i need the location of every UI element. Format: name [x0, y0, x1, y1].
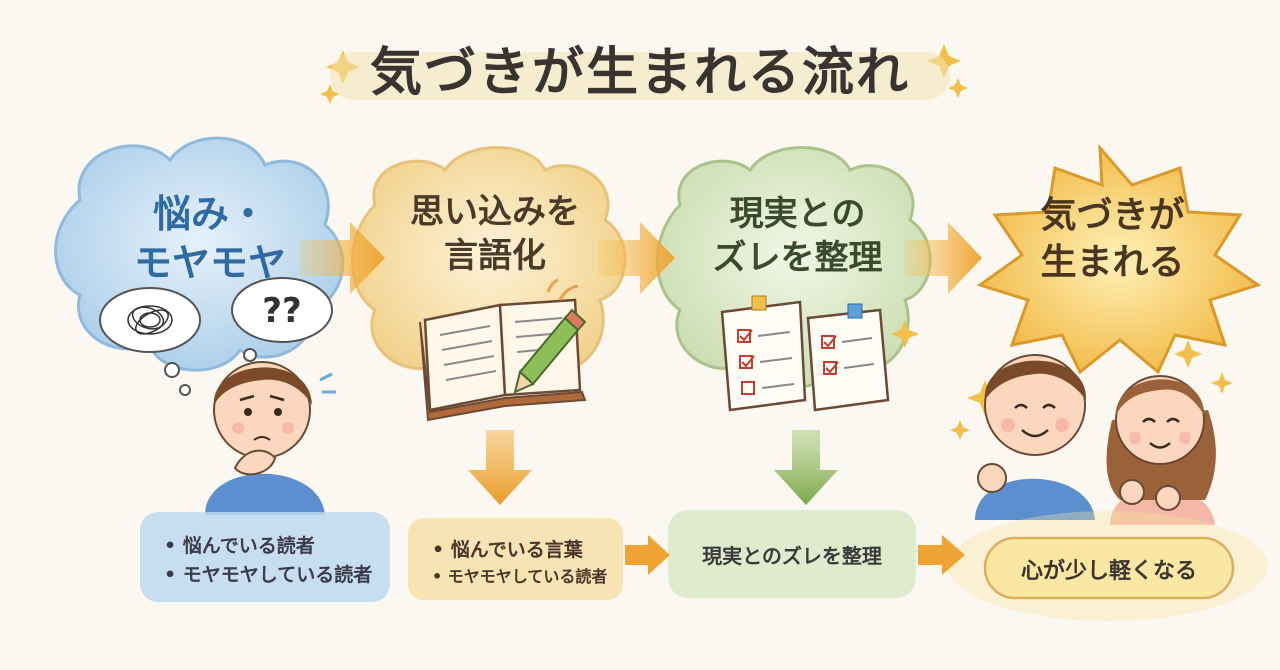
box-words-line-1: • 悩んでいる言葉 [432, 539, 583, 561]
happy-people-icon [975, 354, 1216, 525]
box-readers-bg [140, 512, 390, 602]
sparkle-icon [891, 320, 919, 348]
worried-person-icon [205, 361, 336, 515]
box-words: • 悩んでいる言葉 • モヤモヤしている読者 [418, 526, 623, 598]
scribble-bubble [99, 287, 201, 396]
box-words-line-2: • モヤモヤしている読者 [432, 567, 608, 587]
pencil-icon [513, 278, 587, 394]
box-readers-line-2: • モヤモヤしている読者 [164, 564, 373, 587]
box-readers: • 悩んでいる読者 • モヤモヤしている読者 [150, 522, 390, 602]
box-organize-bg [668, 510, 916, 598]
box-lighter-text: 心が少し軽くなる [1020, 559, 1197, 584]
stage-label-verbalize: 思い込みを 言語化 [410, 192, 580, 277]
flow-arrow-down-icon [774, 430, 838, 505]
box-words-bg [408, 518, 623, 600]
stage-label-insight: 気づきが 生まれる [1040, 195, 1185, 283]
insight-burst [976, 143, 1262, 375]
checklist-icon [720, 295, 890, 412]
flow-arrow-right-icon [918, 535, 965, 575]
box-readers-line-1: • 悩んでいる読者 [164, 535, 315, 557]
stage-label-worry: 悩み・ モヤモヤ [133, 192, 286, 286]
flow-arrow-right-icon [625, 535, 670, 575]
box-organize-text: 現実とのズレを整理 [702, 544, 882, 568]
question-marks: ?? [262, 291, 301, 331]
notebook-icon [419, 298, 587, 422]
box-lighter-bg [983, 536, 1235, 600]
flow-arrow-down-icon [468, 430, 532, 505]
page-title: 気づきが生まれる流れ [369, 43, 910, 103]
flow-arrow-right-icon [300, 222, 385, 294]
flow-arrow-right-icon [598, 222, 675, 294]
stage-label-organize: 現実との ズレを整理 [712, 194, 883, 279]
flow-arrow-right-icon [905, 222, 982, 294]
